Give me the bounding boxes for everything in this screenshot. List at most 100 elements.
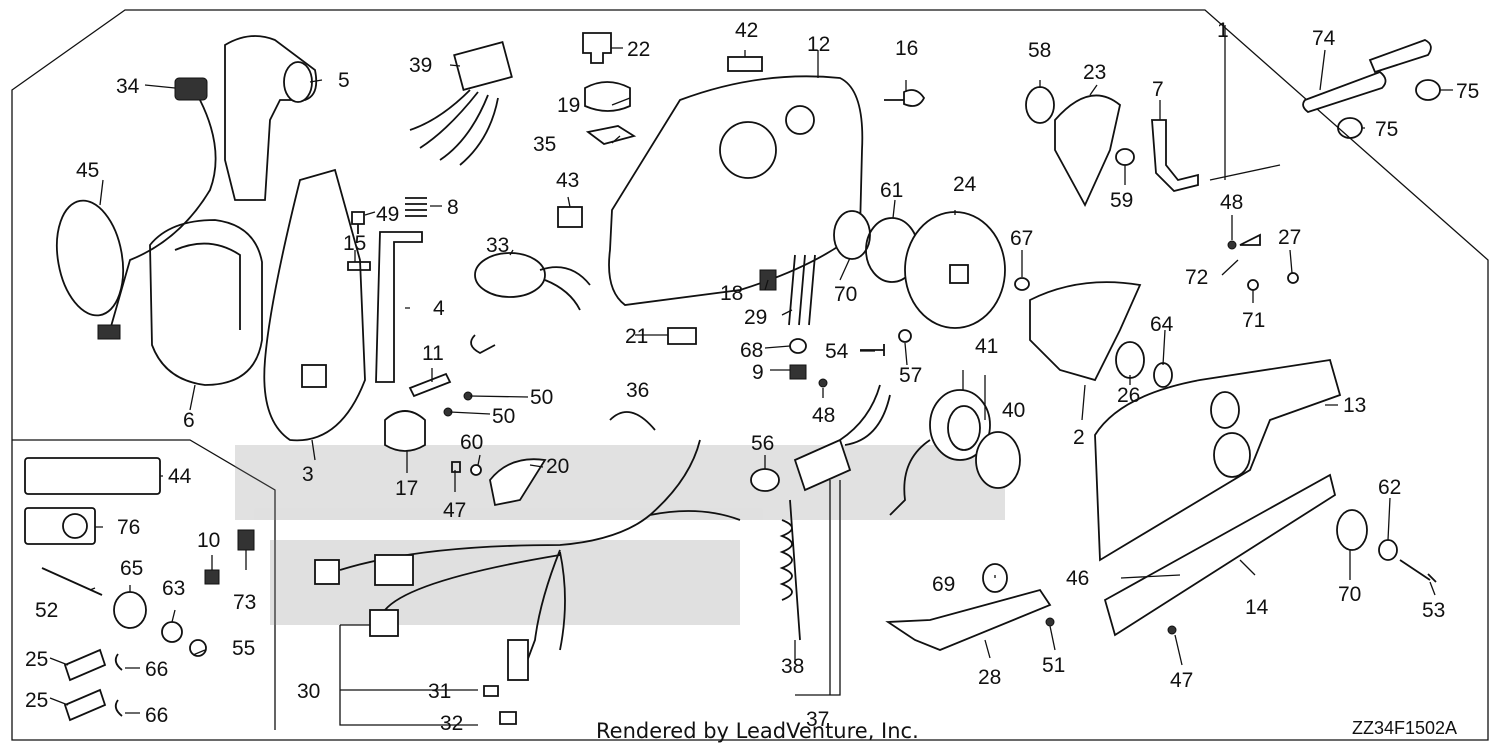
callout-63: 63	[162, 577, 186, 600]
callout-28: 28	[978, 666, 1002, 689]
cap-22	[582, 32, 612, 64]
block-10	[204, 569, 220, 585]
switch-34-wire	[109, 99, 217, 331]
housing-3	[263, 168, 366, 442]
callout-19: 19	[557, 94, 581, 117]
callout-73: 73	[233, 591, 257, 614]
case-12-boss	[719, 121, 777, 179]
reel-41-wire	[889, 439, 931, 516]
callout-50a: 50	[530, 386, 554, 409]
plate-14	[1103, 473, 1337, 637]
callout-64: 64	[1150, 313, 1174, 336]
callout-67: 67	[1010, 227, 1034, 250]
washer-71	[1247, 279, 1259, 291]
callout-45: 45	[76, 159, 100, 182]
switch-39-leads	[409, 89, 499, 166]
reel-41-inner	[947, 405, 981, 451]
lever-handle-5	[224, 35, 318, 201]
link-25b	[63, 688, 107, 722]
callout-4: 4	[433, 297, 445, 320]
callout-7: 7	[1152, 78, 1164, 101]
filter-40	[975, 431, 1021, 489]
ring-69	[982, 563, 1008, 593]
nut-60	[470, 464, 482, 476]
callout-5: 5	[338, 69, 350, 92]
callout-65: 65	[120, 557, 144, 580]
callout-25a: 25	[25, 648, 49, 671]
grommet-19	[584, 81, 631, 112]
link-25a	[63, 648, 107, 682]
callout-47a: 47	[443, 499, 467, 522]
callout-8: 8	[447, 196, 459, 219]
clip-15	[347, 261, 371, 271]
bolt-54	[860, 344, 885, 356]
label-43	[557, 206, 583, 228]
callout-40: 40	[1002, 399, 1026, 422]
block-9	[789, 364, 807, 380]
bolt-52	[41, 567, 103, 596]
plate-20	[489, 458, 547, 507]
callout-11: 11	[422, 342, 444, 365]
callout-71: 71	[1242, 309, 1266, 332]
callout-39: 39	[409, 54, 433, 77]
frame-outline	[11, 9, 1489, 741]
callout-43: 43	[556, 169, 580, 192]
screw-47a	[451, 461, 461, 473]
key-33	[470, 334, 496, 355]
stop-switch	[793, 438, 852, 492]
callout-20: 20	[546, 455, 570, 478]
screw-47b	[1167, 625, 1177, 635]
callout-74: 74	[1312, 27, 1336, 50]
callout-1: 1	[1217, 19, 1229, 42]
callout-34: 34	[116, 75, 140, 98]
cover-13	[1094, 358, 1342, 562]
callout-70a: 70	[834, 283, 858, 306]
lever-knob-5	[283, 61, 313, 103]
callout-75a: 75	[1456, 80, 1480, 103]
callout-16: 16	[895, 37, 919, 60]
callout-41: 41	[975, 335, 999, 358]
tube-74a	[1302, 70, 1387, 114]
switch-34	[174, 77, 208, 101]
case-12	[608, 75, 864, 306]
case-12-boss-2	[785, 105, 815, 135]
callout-3: 3	[302, 463, 314, 486]
clip-66a	[114, 653, 123, 671]
callout-2: 2	[1073, 426, 1085, 449]
connector-b	[374, 554, 414, 586]
callout-27: 27	[1278, 226, 1302, 249]
screw-48a	[818, 378, 828, 388]
callout-56: 56	[751, 432, 775, 455]
o-ring-45	[56, 199, 124, 317]
screw-48b	[1227, 240, 1237, 250]
callout-17: 17	[395, 477, 419, 500]
plate-35	[585, 125, 637, 145]
tube-74b	[1368, 39, 1432, 74]
credit-text: Rendered by LeadVenture, Inc.	[596, 719, 919, 743]
cap-67	[1014, 277, 1030, 291]
connector-30	[369, 609, 399, 637]
grip-housing-6	[149, 219, 263, 386]
callout-23: 23	[1083, 61, 1107, 84]
callout-22: 22	[627, 38, 651, 61]
callout-24: 24	[953, 173, 977, 196]
washer-62	[1378, 539, 1398, 561]
drum-24-hub	[949, 264, 969, 284]
lanyard-38	[779, 499, 801, 641]
sub-box-outline	[12, 439, 276, 730]
callout-51: 51	[1042, 654, 1066, 677]
callout-48a: 48	[812, 404, 836, 427]
nut-27	[1287, 272, 1299, 284]
bracket-4	[375, 231, 423, 383]
switch-39	[453, 41, 513, 91]
callout-6: 6	[183, 409, 195, 432]
lever-plate-2	[1029, 281, 1142, 382]
callout-49: 49	[376, 203, 400, 226]
callout-35: 35	[533, 133, 557, 156]
bushing-70b	[1336, 509, 1368, 551]
callout-29: 29	[744, 306, 768, 329]
cap-68	[789, 338, 807, 354]
clip-36	[609, 411, 656, 431]
callout-75b: 75	[1375, 118, 1399, 141]
